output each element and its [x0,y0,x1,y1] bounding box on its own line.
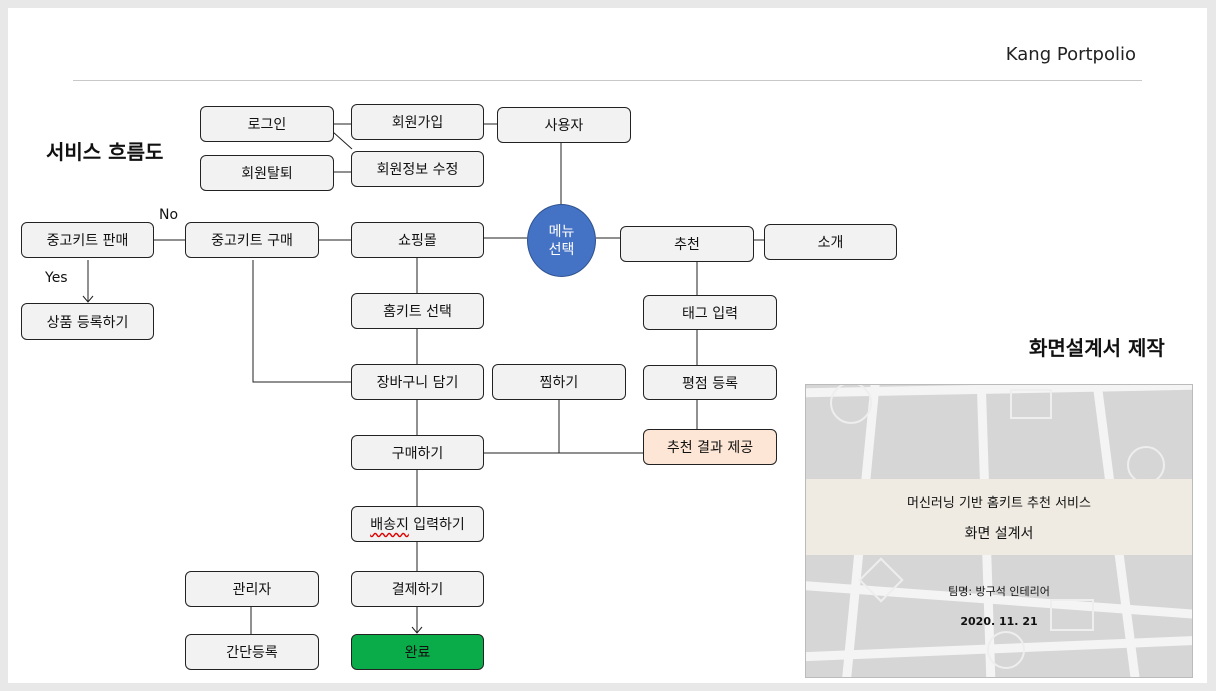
wish-node: 찜하기 [492,364,626,400]
signup-node: 회원가입 [351,104,484,140]
design-spec-card: 머신러닝 기반 홈키트 추천 서비스 화면 설계서 팀명: 방구석 인테리어 2… [805,384,1193,678]
mall-node: 쇼핑몰 [351,222,484,258]
card-title-band: 머신러닝 기반 홈키트 추천 서비스 화면 설계서 [806,479,1192,555]
simple-reg-node: 간단등록 [185,634,319,670]
used-sell-node: 중고키트 판매 [21,222,154,258]
rating-node: 평점 등록 [643,365,777,400]
address-rest: 입력하기 [408,517,465,533]
menu-select-circle: 메뉴 선택 [527,204,596,277]
register-item-node: 상품 등록하기 [21,303,154,340]
connector-lines [82,123,764,634]
done-node: 완료 [351,634,484,670]
login-node: 로그인 [200,106,334,142]
header-title: Kang Portpolio [1005,44,1136,65]
card-subtitle: 화면 설계서 [964,525,1034,542]
used-buy-node: 중고키트 구매 [185,222,319,258]
cart-node: 장바구니 담기 [351,364,484,400]
user-node: 사용자 [497,107,631,143]
homekit-select-node: 홈키트 선택 [351,293,484,329]
address-node: 배송지 입력하기 [351,506,484,542]
screen-design-title: 화면설계서 제작 [1029,336,1165,360]
admin-node: 관리자 [185,571,319,607]
card-date: 2020. 11. 21 [960,615,1038,628]
tag-input-node: 태그 입력 [643,295,777,330]
recommend-node: 추천 [620,226,754,262]
edit-info-node: 회원정보 수정 [351,151,484,187]
rec-result-node: 추천 결과 제공 [643,429,777,465]
slide: Kang Portpolio 서비스 흐름도 화면설계서 제작 [8,8,1207,683]
withdraw-node: 회원탈퇴 [200,155,334,191]
service-flow-title: 서비스 흐름도 [46,140,164,164]
card-team-name: 팀명: 방구석 인테리어 [948,585,1050,598]
card-title: 머신러닝 기반 홈키트 추천 서비스 [907,495,1091,511]
yes-label: Yes [45,270,68,286]
intro-node: 소개 [764,224,897,260]
payment-node: 결제하기 [351,571,484,607]
purchase-node: 구매하기 [351,435,484,470]
no-label: No [159,207,179,223]
header-divider [73,80,1142,81]
address-misspelled-word: 배송지 [370,517,409,533]
